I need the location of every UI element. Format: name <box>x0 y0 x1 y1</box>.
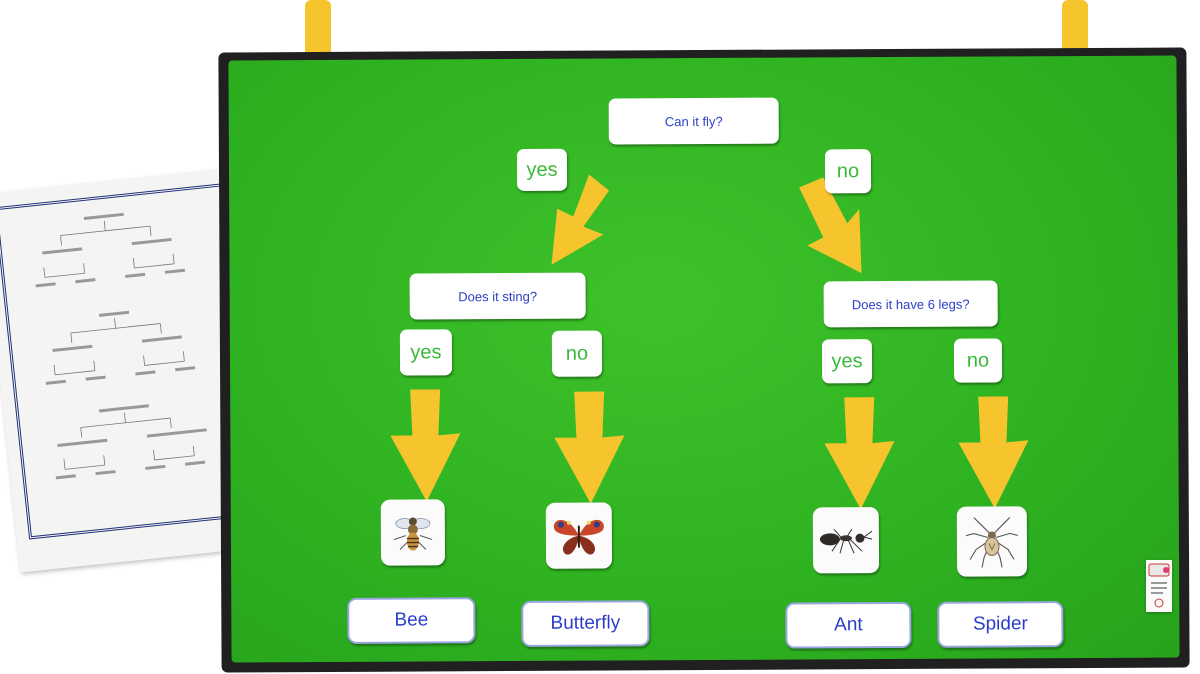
ant-picture-card[interactable] <box>812 507 880 574</box>
arrow-ant <box>824 397 895 510</box>
key-sheet-tree-icon <box>35 212 207 480</box>
spider-picture-card[interactable] <box>956 506 1028 577</box>
brand-tag <box>1146 560 1172 612</box>
butterfly-icon <box>553 519 604 555</box>
label-bee[interactable]: Bee <box>347 597 476 644</box>
butterfly-picture-card[interactable] <box>545 502 613 569</box>
answer-yes-fly[interactable]: yes <box>516 148 568 191</box>
label-spider[interactable]: Spider <box>937 601 1064 648</box>
question-does-it-sting[interactable]: Does it sting? <box>409 272 586 320</box>
bee-icon <box>393 517 433 551</box>
arrow-butterfly <box>554 391 625 504</box>
arrow-left-down <box>551 174 610 265</box>
key-sheet-border <box>0 182 264 540</box>
arrow-spider <box>958 396 1029 509</box>
arrow-right-down <box>799 177 862 274</box>
answer-yes-sting[interactable]: yes <box>399 329 453 376</box>
label-butterfly[interactable]: Butterfly <box>521 600 650 647</box>
answer-yes-legs[interactable]: yes <box>821 339 873 384</box>
answer-no-legs[interactable]: no <box>953 338 1003 383</box>
answer-no-sting[interactable]: no <box>551 330 603 377</box>
arrow-bee <box>390 389 461 502</box>
spider-icon <box>965 517 1019 568</box>
bee-picture-card[interactable] <box>380 499 446 566</box>
question-does-it-have-6-legs[interactable]: Does it have 6 legs? <box>823 280 998 328</box>
key-sheet <box>0 167 280 573</box>
ant-icon <box>819 528 873 554</box>
question-can-it-fly[interactable]: Can it fly? <box>608 97 779 145</box>
answer-no-fly[interactable]: no <box>824 149 872 194</box>
label-ant[interactable]: Ant <box>785 601 912 649</box>
felt-surface: Can it fly? yes Does it sting? yes no no… <box>228 55 1180 663</box>
felt-mat: Can it fly? yes Does it sting? yes no no… <box>218 47 1190 673</box>
brand-logo-icon <box>1148 563 1170 608</box>
